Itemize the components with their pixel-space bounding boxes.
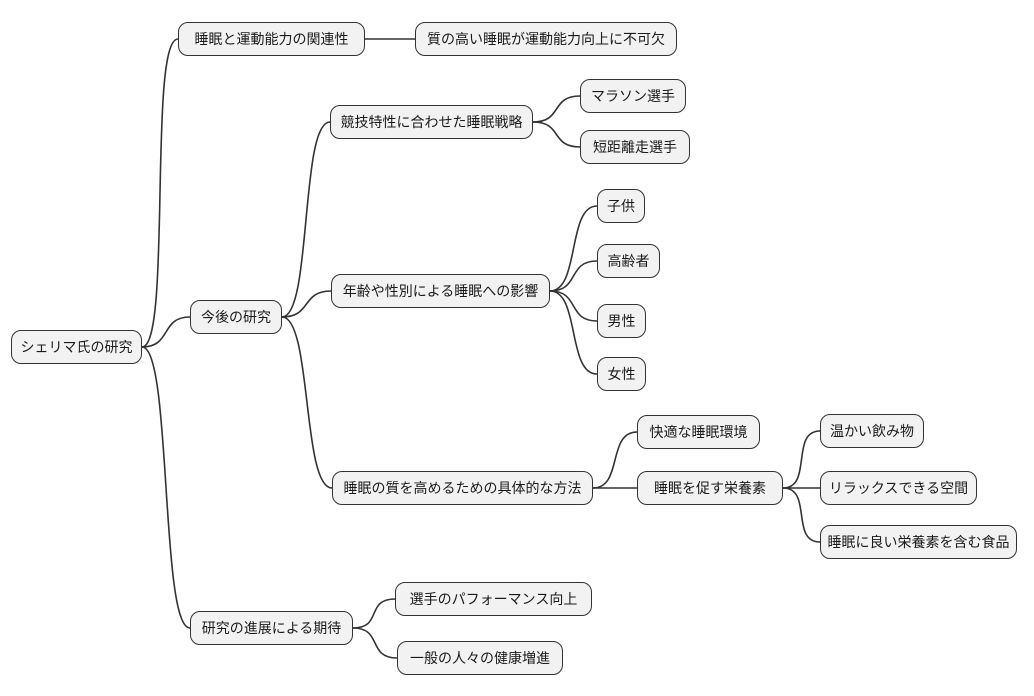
node-future-research: 今後の研究 — [190, 300, 282, 334]
link-age-gender-to-male — [549, 290, 598, 322]
node-female: 女性 — [597, 357, 646, 391]
link-root-to-sleep-athletic — [141, 38, 179, 348]
link-age-gender-to-children — [549, 205, 598, 292]
node-athlete-performance: 選手のパフォーマンス向上 — [395, 582, 592, 616]
link-age-gender-to-elderly — [549, 260, 598, 292]
link-future-to-sport-strategy — [281, 121, 331, 318]
node-comfortable-environment: 快適な睡眠環境 — [637, 415, 760, 449]
link-future-to-quality-methods — [281, 316, 333, 489]
link-strategy-to-marathon — [532, 95, 581, 123]
node-sprinter: 短距離走選手 — [580, 130, 690, 164]
node-age-gender-effects: 年齢や性別による睡眠への影響 — [331, 274, 550, 308]
link-nutrients-to-sleep-foods — [782, 487, 821, 543]
node-sleep-foods: 睡眠に良い栄養素を含む食品 — [820, 525, 1017, 559]
node-sport-specific-strategy: 競技特性に合わせた睡眠戦略 — [330, 105, 533, 139]
node-sleep-quality-methods: 睡眠の質を高めるための具体的な方法 — [332, 471, 593, 505]
node-research-progress-hopes: 研究の進展による期待 — [190, 611, 353, 645]
link-methods-to-environment — [592, 431, 638, 489]
node-sleep-nutrients: 睡眠を促す栄養素 — [637, 471, 783, 505]
node-warm-drinks: 温かい飲み物 — [820, 414, 924, 448]
link-age-gender-to-female — [549, 290, 598, 375]
node-general-health: 一般の人々の健康増進 — [397, 641, 563, 675]
node-sleep-athletic-link: 睡眠と運動能力の関連性 — [178, 22, 365, 56]
node-children: 子供 — [597, 189, 645, 223]
link-future-to-age-gender — [281, 290, 332, 318]
node-marathon-runner: マラソン選手 — [580, 79, 686, 113]
node-elderly: 高齢者 — [597, 244, 660, 278]
link-root-to-future-research — [141, 316, 191, 348]
node-root: シェリマ氏の研究 — [11, 330, 142, 364]
node-male: 男性 — [597, 304, 646, 338]
link-hopes-to-general-health — [352, 627, 398, 659]
link-hopes-to-athlete-performance — [352, 598, 396, 629]
node-quality-sleep-essential: 質の高い睡眠が運動能力向上に不可欠 — [415, 22, 677, 56]
link-strategy-to-sprinter — [532, 121, 581, 148]
link-root-to-progress-hopes — [141, 346, 191, 629]
link-nutrients-to-warm-drinks — [782, 430, 821, 489]
node-relaxing-space: リラックスできる空間 — [820, 471, 977, 505]
